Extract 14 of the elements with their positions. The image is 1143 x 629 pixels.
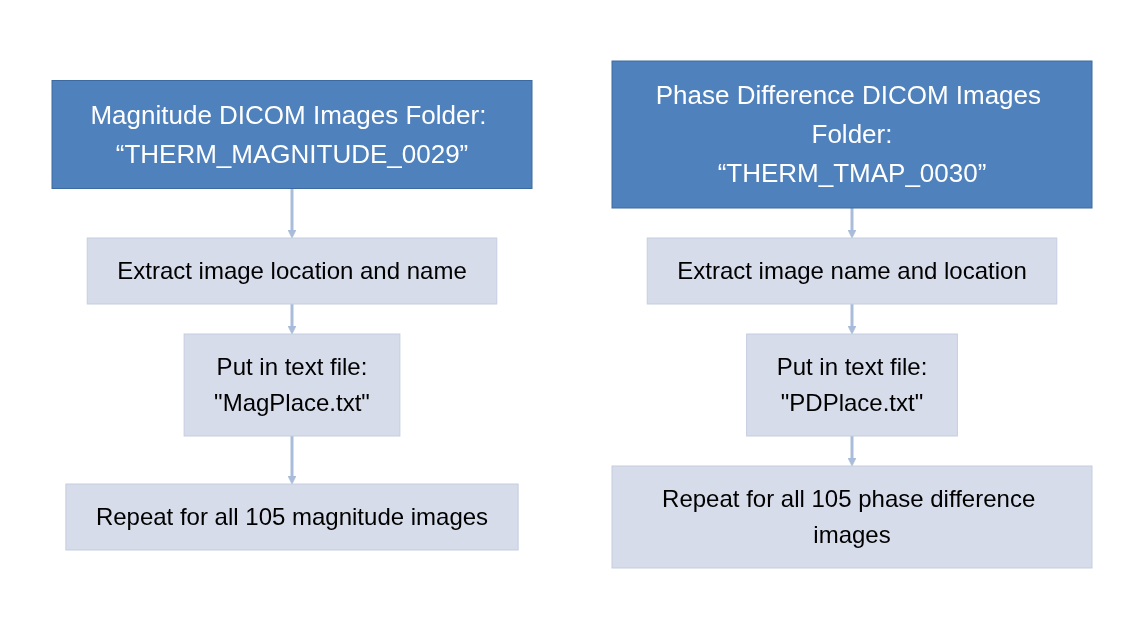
node-box: Repeat for all 105 magnitude images [64,483,519,551]
arrow [847,208,856,239]
node-box: Phase Difference DICOM Images Folder: “THERM_TMAP_0030” [611,60,1092,209]
arrow [287,304,296,335]
arrow [847,436,856,467]
node-box: Magnitude DICOM Images Folder: “THERM_MAGNITUDE_0029” [51,80,532,189]
node-box: Extract image location and name [86,237,497,305]
node-box: Put in text file: "PDPlace.txt" [745,333,958,437]
arrow [847,304,856,335]
arrow [287,436,296,485]
node-box: Extract image name and location [646,237,1057,305]
node-box: Repeat for all 105 phase difference images [611,465,1092,569]
arrow [287,188,296,239]
node-box: Put in text file: "MagPlace.txt" [183,333,400,437]
